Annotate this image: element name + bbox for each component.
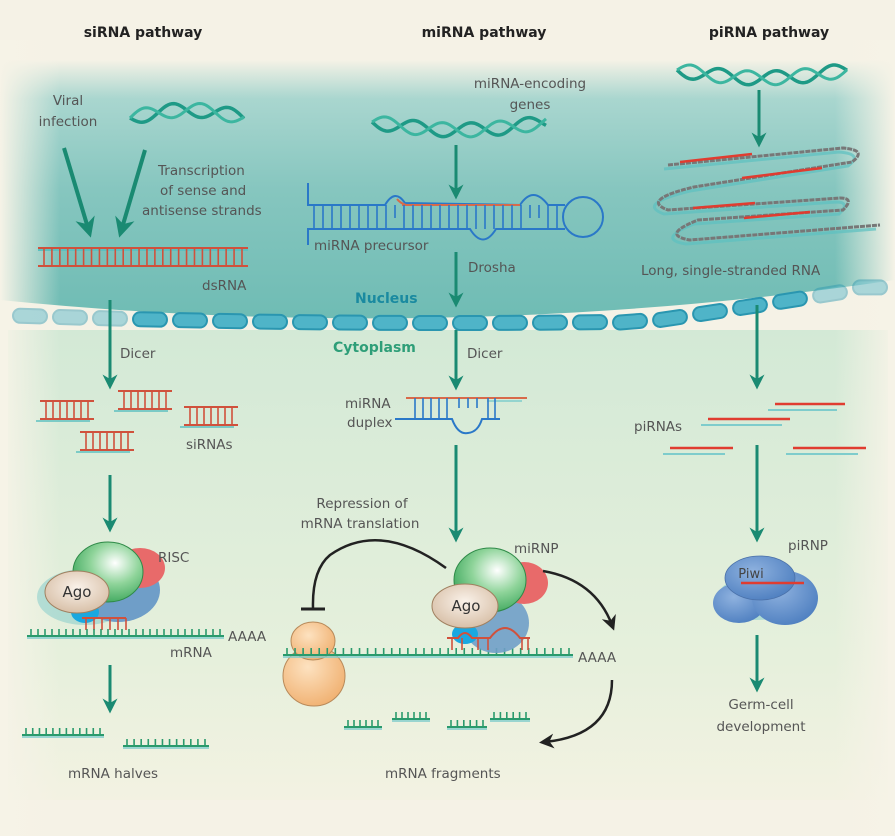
cytoplasm-label: Cytoplasm — [333, 340, 416, 356]
membrane-segment — [372, 314, 408, 331]
mrna-halves-icon — [22, 728, 209, 749]
risc-complex: Ago — [37, 541, 165, 630]
viral-infection-label-2: infection — [39, 114, 98, 130]
mirna-duplex-label-1: miRNA — [345, 396, 391, 412]
sirnas-icon — [36, 390, 238, 453]
membrane-segment — [132, 311, 168, 328]
repression-label-1: Repression of — [316, 496, 408, 512]
ago-label-mirnp: Ago — [452, 597, 481, 615]
mirna-precursor-label: miRNA precursor — [314, 238, 429, 254]
dna-helix-icon — [370, 115, 547, 139]
membrane-segment — [212, 312, 248, 330]
membrane-segment — [52, 309, 88, 326]
pirnas-icon — [663, 402, 866, 455]
long-rna-label: Long, single-stranded RNA — [641, 263, 821, 279]
pirnp-label: piRNP — [788, 538, 828, 554]
dicer-label-mirna: Dicer — [467, 346, 503, 362]
nucleus-region — [0, 60, 895, 319]
membrane-segment — [12, 307, 48, 325]
dsrna-icon — [38, 247, 248, 267]
dsrna-label: dsRNA — [202, 278, 247, 294]
repression-label-2: mRNA translation — [301, 516, 420, 532]
membrane-segment — [492, 314, 528, 331]
mrna-halves-label: mRNA halves — [68, 766, 158, 782]
transcription-label-3: antisense strands — [142, 203, 262, 219]
risc-label: RISC — [158, 550, 189, 566]
nucleus-label: Nucleus — [355, 291, 418, 307]
dna-helix-icon — [675, 63, 849, 87]
membrane-segment — [852, 279, 888, 296]
title-mirna-pathway: miRNA pathway — [422, 25, 547, 41]
membrane-segment — [812, 284, 848, 304]
mirna-duplex-label-2: duplex — [347, 415, 393, 431]
drosha-label: Drosha — [468, 260, 516, 276]
dna-helix-icon — [128, 101, 246, 124]
mirna-precursor-hairpin — [307, 183, 604, 245]
germ-cell-label-1: Germ-cell — [728, 697, 793, 713]
membrane-segment — [572, 314, 608, 331]
membrane-segment — [612, 312, 648, 331]
pirnas-label: piRNAs — [634, 419, 682, 435]
nuclear-membrane — [12, 279, 888, 332]
piwi-label: Piwi — [738, 567, 763, 582]
membrane-segment — [252, 313, 288, 330]
membrane-segment — [332, 314, 368, 331]
arrow-to-fragments — [539, 679, 614, 749]
mirnp-complex: Ago — [431, 547, 548, 653]
membrane-segment — [772, 290, 808, 310]
dicer-label-sirna: Dicer — [120, 346, 156, 362]
mirna-genes-label-1: miRNA-encoding — [474, 76, 586, 92]
membrane-segment — [652, 309, 688, 328]
membrane-segment — [292, 314, 328, 331]
membrane-segment — [692, 303, 728, 323]
mrna-label: mRNA — [170, 645, 213, 661]
long-single-stranded-rna — [652, 146, 881, 246]
ago-label-risc: Ago — [63, 583, 92, 601]
membrane-segment — [172, 312, 208, 329]
membrane-segment — [412, 314, 448, 331]
membrane-segment — [452, 314, 488, 332]
mirna-genes-label-2: genes — [510, 97, 551, 113]
mrna-fragments-label: mRNA fragments — [385, 766, 501, 782]
mirnp-label: miRNP — [514, 541, 559, 557]
transcription-label-1: Transcription — [157, 163, 245, 179]
membrane-segment — [532, 314, 568, 331]
repression-inhibit-arrow — [311, 538, 447, 609]
sirnas-label: siRNAs — [186, 437, 233, 453]
germ-cell-label-2: development — [716, 719, 805, 735]
viral-infection-label-1: Viral — [53, 93, 83, 109]
ribosome — [282, 621, 346, 707]
pirnp-complex: Piwi — [713, 555, 818, 625]
title-pirna-pathway: piRNA pathway — [709, 25, 829, 41]
mirna-duplex-icon — [395, 397, 527, 435]
mrna-strand-mirna — [283, 648, 573, 658]
arrow-mirnp-to-polya — [542, 569, 616, 631]
mrna-strand-sirna — [27, 629, 224, 639]
polya-label-sirna: AAAA — [228, 629, 267, 645]
arrow-viral-to-dsrna — [62, 147, 95, 238]
title-sirna-pathway: siRNA pathway — [84, 25, 203, 41]
polya-label-mirna: AAAA — [578, 650, 617, 666]
transcription-label-2: of sense and — [160, 183, 246, 199]
mrna-fragments-icon — [344, 712, 530, 730]
arrow-transcription-to-dsrna — [115, 149, 147, 238]
